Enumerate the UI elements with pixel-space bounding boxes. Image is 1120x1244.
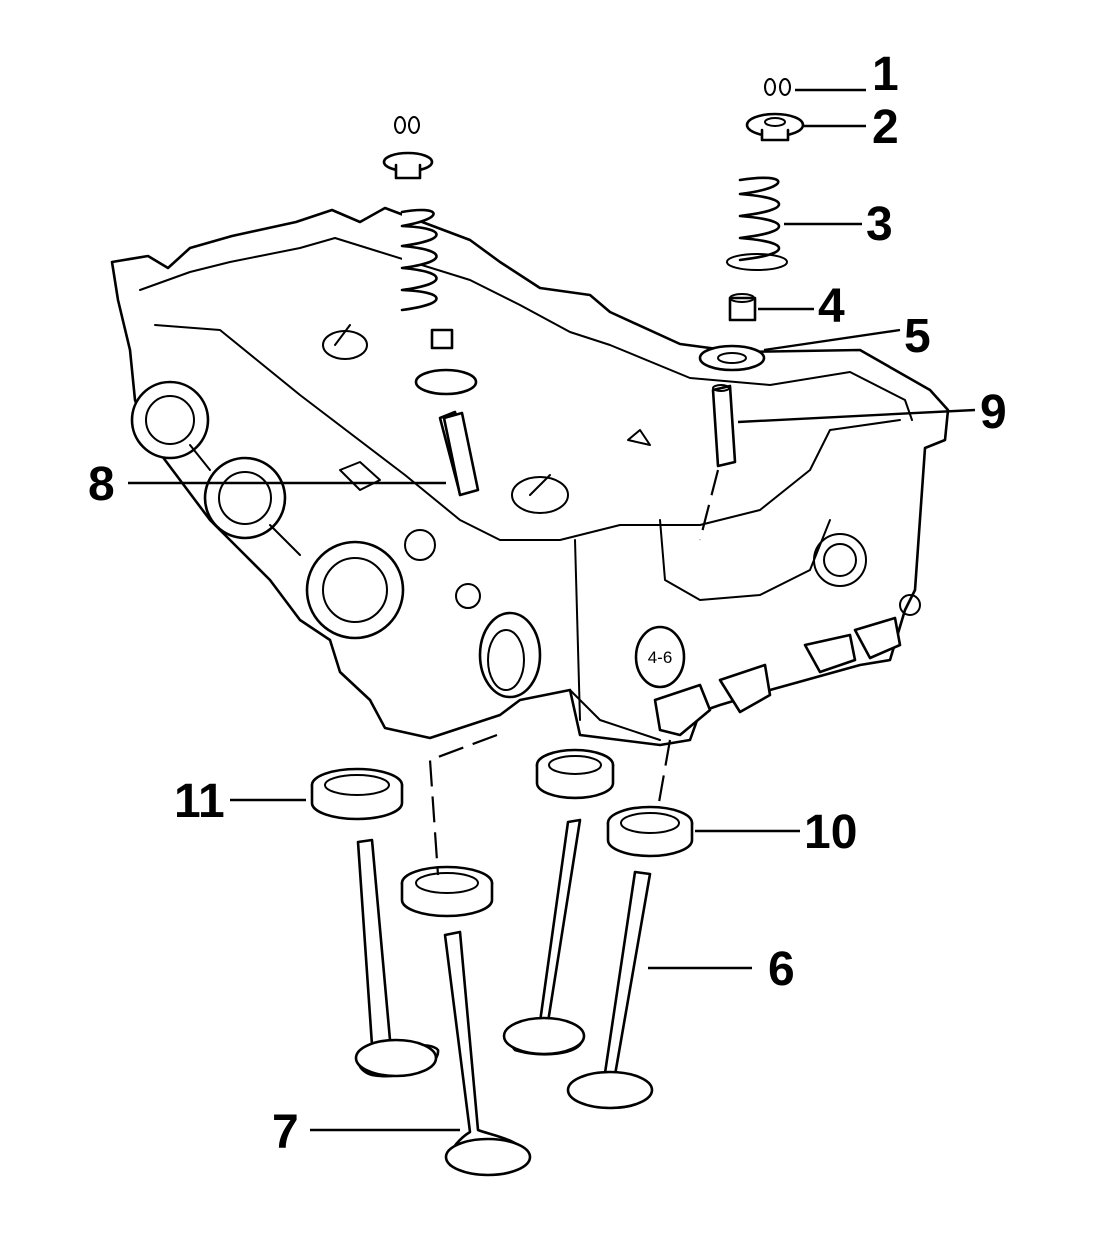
spring-retainer	[745, 112, 805, 142]
valve-keepers	[764, 78, 791, 96]
valve-spring	[726, 176, 788, 271]
callout-5: 5	[904, 310, 931, 363]
valve-7	[443, 930, 532, 1177]
callout-7: 7	[272, 1106, 299, 1159]
callout-1: 1	[872, 48, 899, 101]
spring-seat-washer	[698, 344, 766, 372]
callout-4: 4	[818, 280, 845, 333]
valve-seat-insert-right	[535, 748, 615, 800]
valve-seat-insert-center	[400, 865, 494, 918]
callout-11: 11	[174, 775, 225, 828]
valve-left	[354, 838, 440, 1078]
cylinder-head: 4-6	[110, 206, 950, 747]
valve-guide-left	[442, 411, 480, 497]
callout-8: 8	[88, 458, 115, 511]
callout-6: 6	[768, 943, 795, 996]
casting-mark: 4-6	[648, 648, 673, 667]
valve-seat-insert-11	[310, 767, 404, 821]
callout-9: 9	[980, 386, 1007, 439]
valve-guide-right	[711, 384, 737, 468]
valve-center-left	[502, 818, 586, 1056]
callout-2: 2	[872, 101, 899, 154]
valve-6	[566, 870, 654, 1110]
valve-stem-seal	[728, 293, 757, 322]
callout-10: 10	[804, 806, 857, 859]
valve-seat-insert-10	[606, 805, 694, 858]
callout-3: 3	[866, 198, 893, 251]
